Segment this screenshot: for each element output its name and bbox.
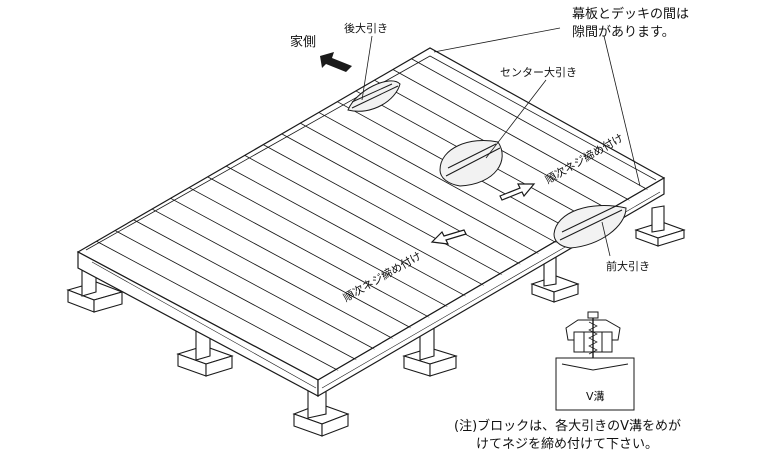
screw-direction-arrow-right (499, 183, 536, 201)
gap-note-line2: 隙間があります。 (572, 25, 675, 40)
house-side-label: 家側 (290, 34, 316, 50)
block-front-center (402, 325, 458, 377)
gap-note-line1: 幕板とデッキの間は (572, 6, 689, 22)
deck-boards (96, 58, 648, 371)
screw-direction-arrow-left (430, 229, 467, 245)
rear-beam-callout (347, 80, 401, 112)
foundation-blocks (66, 205, 686, 437)
v-groove-detail (555, 311, 635, 411)
deck-board-gap (135, 220, 375, 350)
deck-board-gap (209, 177, 448, 307)
v-groove-label: V溝 (586, 390, 605, 403)
deck-board-gap (191, 188, 430, 318)
deck-board-gap (265, 145, 503, 276)
deck-board-gap (394, 70, 630, 201)
center-beam-callout (439, 139, 503, 187)
deck-board-gap (154, 210, 393, 339)
front-beam-callout (553, 205, 627, 249)
deck-board-gap (283, 134, 521, 265)
deck-board-gap (116, 231, 357, 361)
note-line2: けてネジを締め付けて下さい。 (476, 436, 658, 452)
block-back-right (634, 205, 686, 247)
deck-board-gap (413, 59, 648, 191)
leader-lines (361, 27, 641, 257)
center-beam-label: センター大引き (500, 65, 577, 79)
block-right-middle (530, 255, 580, 303)
rear-beam-label: 後大引き (344, 21, 388, 35)
deck-board-gap (320, 113, 557, 244)
deck-board-gap (98, 242, 339, 371)
front-beam-label: 前大引き (606, 259, 650, 273)
house-side-arrow (320, 52, 352, 72)
deck-board-gap (246, 156, 484, 286)
deck-board-gap (228, 167, 466, 297)
concrete-block (555, 357, 635, 411)
note-line1: (注)ブロックは、各大引きのV溝をめが (454, 418, 681, 434)
deck-board-gap (172, 199, 412, 329)
deck-board-gap (302, 124, 539, 254)
